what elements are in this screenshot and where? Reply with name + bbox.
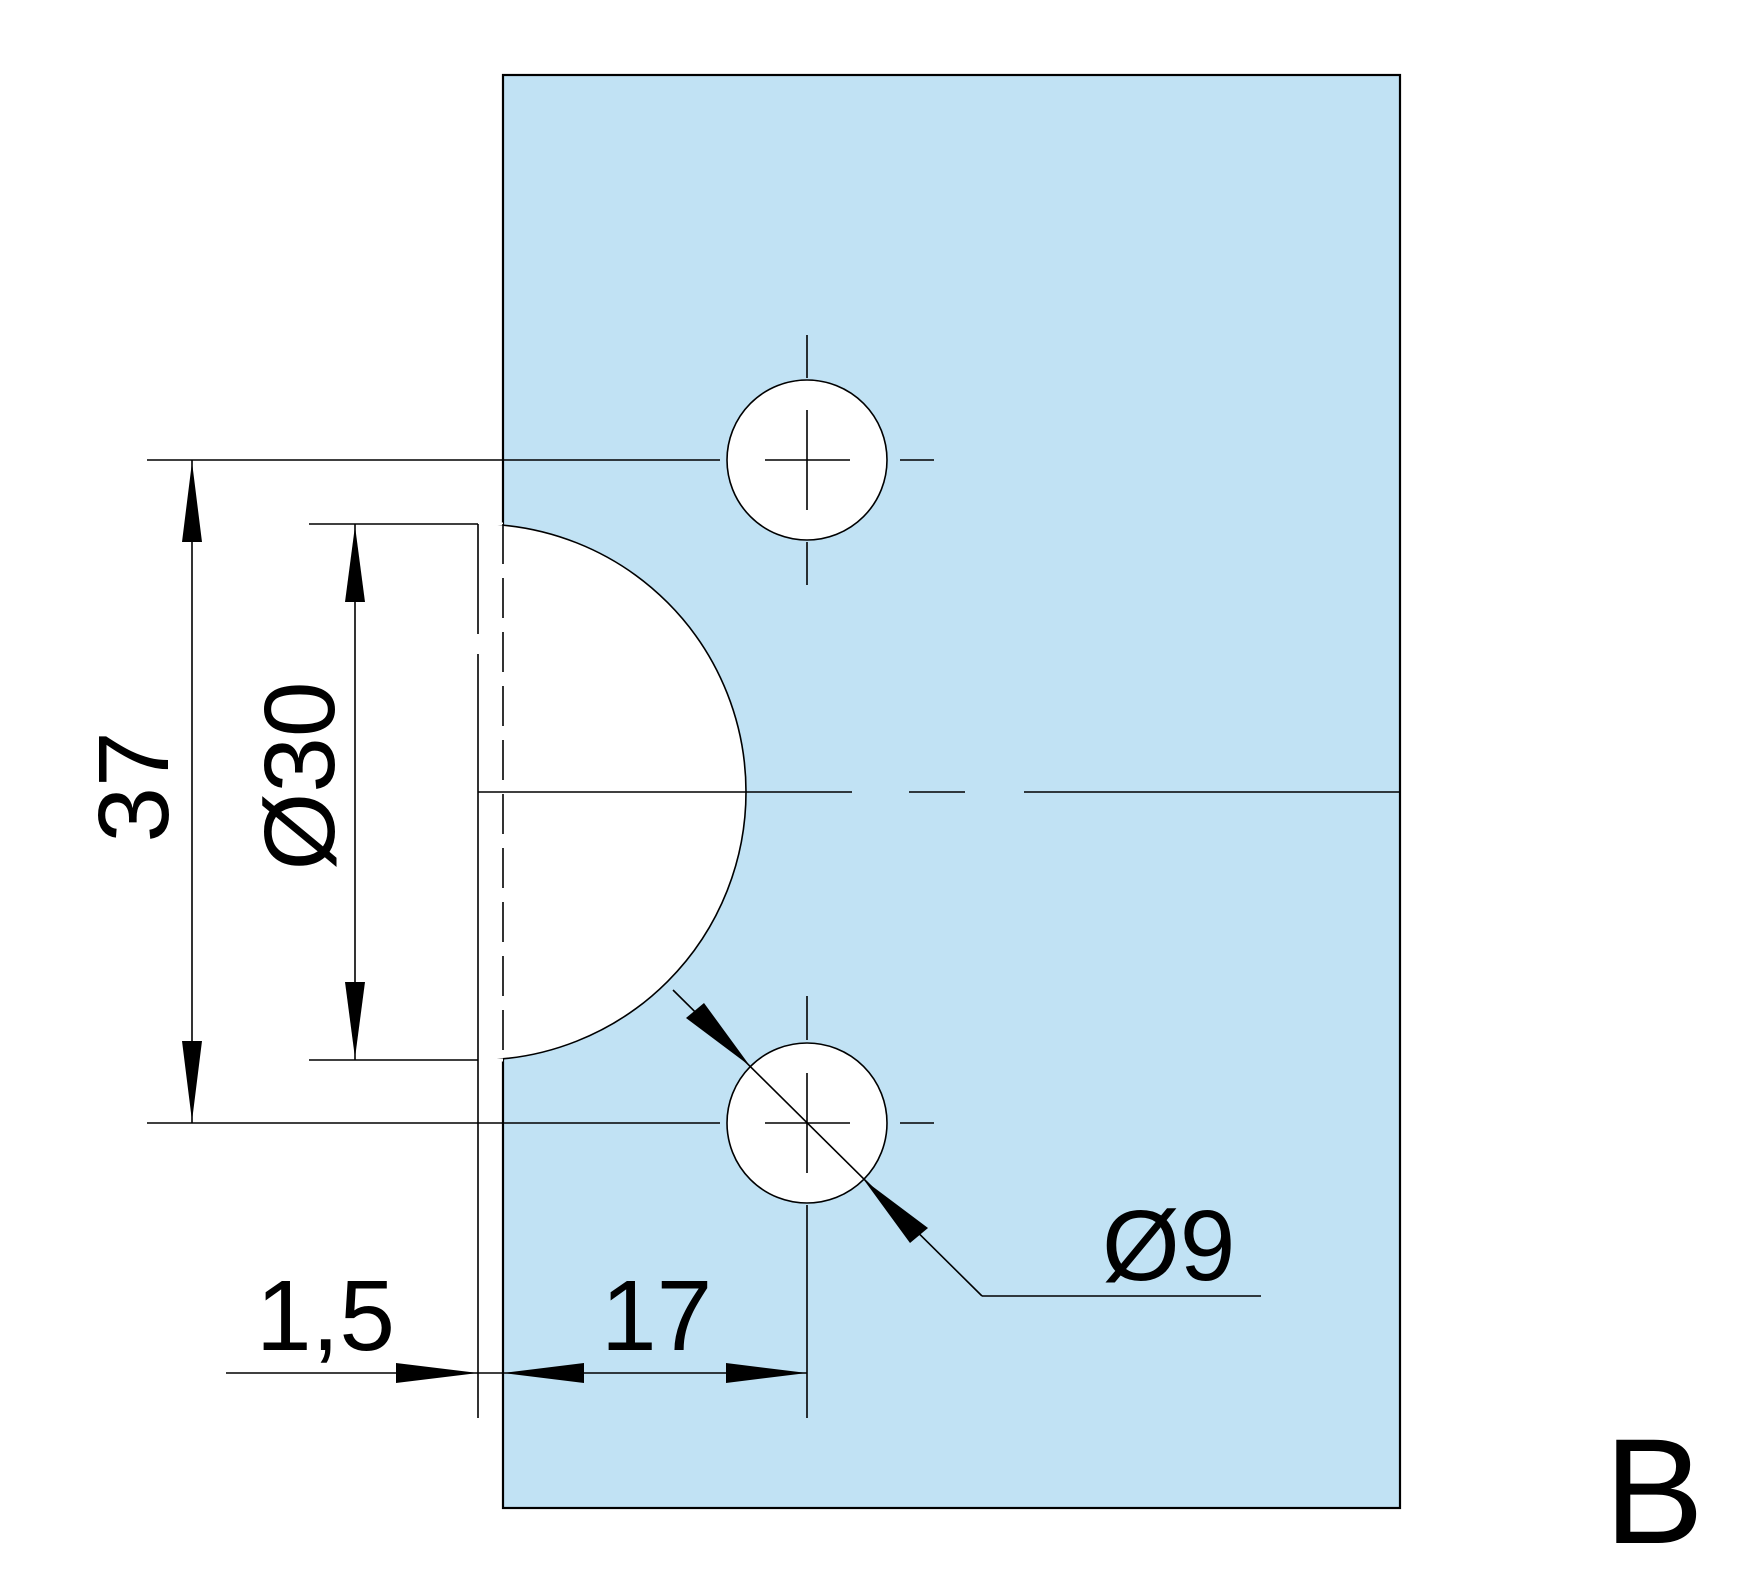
dimension-1-5-label: 1,5 <box>256 1260 395 1372</box>
dimension-37 <box>147 459 720 1124</box>
dimension-37-label: 37 <box>78 731 190 842</box>
dimension-17-label: 17 <box>601 1260 712 1372</box>
dimension-30-label: Ø30 <box>244 681 356 870</box>
dimension-30 <box>309 523 478 1061</box>
hole-top <box>726 335 934 585</box>
dimension-9-label: Ø9 <box>1102 1190 1235 1302</box>
view-label: B <box>1604 1407 1704 1573</box>
dimension-bottom <box>226 1363 807 1383</box>
dimension-9-leader <box>672 989 1261 1297</box>
